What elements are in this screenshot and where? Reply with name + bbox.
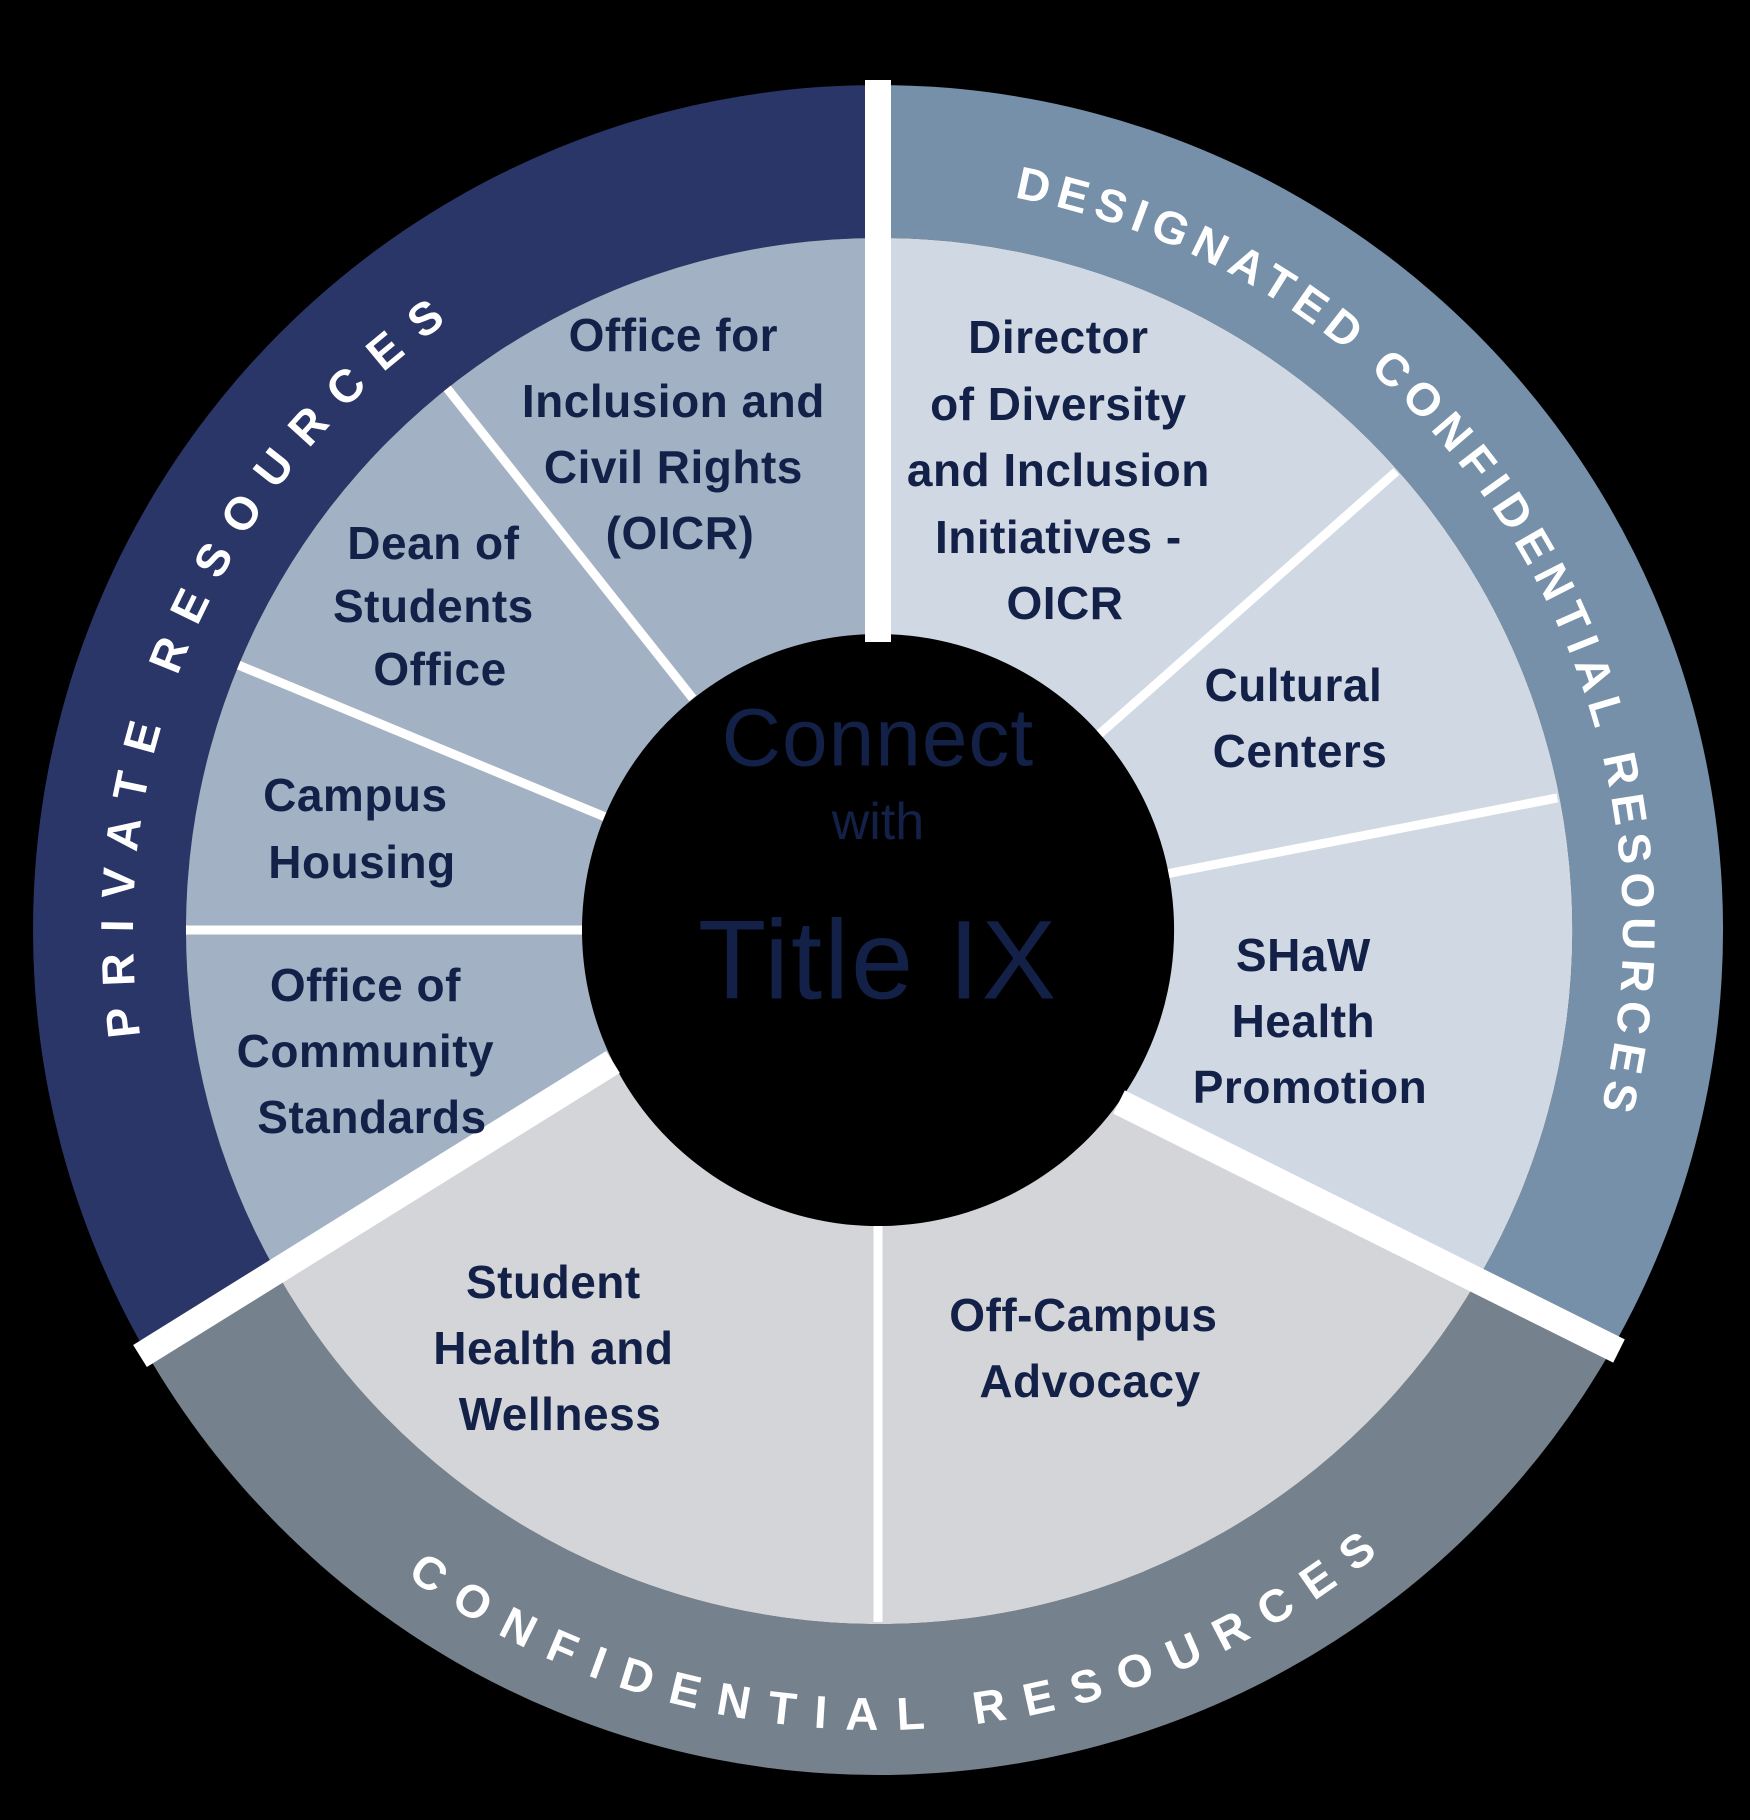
divider-dean-campus-housing	[236, 661, 607, 821]
wedge-label-community-standards: Office of Community Standards	[237, 943, 508, 1143]
wedge-label-oicr-office: Office for Inclusion and Civil Rights (O…	[522, 293, 838, 559]
wedge-label-line: Standards	[257, 1091, 486, 1143]
wedge-label-line: Cultural	[1204, 659, 1382, 711]
ring-sector-confidential	[146, 1271, 1613, 1776]
wedge-label-line: (OICR)	[606, 507, 755, 559]
divider-oicr-dean	[443, 385, 697, 702]
wedge-label-line: Advocacy	[979, 1355, 1200, 1407]
wedge-label-line: Wellness	[459, 1388, 662, 1440]
divider-cultural-centers-shaw	[1167, 793, 1559, 878]
center-title-connect: Connect	[722, 693, 1034, 784]
wedge-label-line: Students	[333, 580, 534, 632]
wedge-label-line: Civil Rights	[544, 441, 803, 493]
wedge-label-line: OICR	[1007, 577, 1124, 629]
wedge-label-line: SHaW	[1236, 929, 1371, 981]
wedge-label-dean-of-students: Dean of Students Office	[333, 501, 547, 695]
wedge-label-off-campus-advocacy: Off-Campus Advocacy	[949, 1273, 1231, 1407]
wedge-label-student-health-wellness: Student Health and Wellness	[433, 1240, 686, 1440]
ring-sector-private	[32, 84, 878, 1353]
wedge-label-line: Housing	[268, 836, 455, 888]
wedge-label-line: and Inclusion	[907, 444, 1210, 496]
wedge-label-shaw-health-promotion: SHaW Health Promotion	[1193, 913, 1427, 1113]
wedge-label-line: Health and	[433, 1322, 673, 1374]
wedge-label-campus-housing: Campus Housing	[263, 753, 461, 888]
wedge-label-line: Director	[968, 311, 1148, 363]
divider-director-cultural-centers	[1096, 468, 1400, 738]
wedge-label-cultural-centers: Cultural Centers	[1204, 643, 1395, 777]
wedge-label-line: Centers	[1213, 725, 1388, 777]
center-title-title-ix: Title IX	[698, 898, 1058, 1023]
wedge-band-private	[185, 238, 878, 1272]
ring-sector-designated-confidential	[878, 84, 1724, 1348]
wedge-label-line: Campus	[263, 769, 447, 821]
group-gap-lower-left	[133, 1050, 620, 1368]
wedge-label-line: Health	[1232, 995, 1376, 1047]
wedge-label-line: Office of	[270, 959, 461, 1011]
wedge-label-line: of Diversity	[930, 378, 1187, 430]
wedge-band-designated-confidential	[878, 237, 1573, 1279]
wedge-label-line: Community	[237, 1025, 495, 1077]
wedge-label-line: Inclusion and	[522, 375, 825, 427]
wedge-label-line: Office for	[569, 309, 778, 361]
wedge-label-line: Promotion	[1193, 1061, 1427, 1113]
wedge-label-line: Office	[373, 643, 506, 695]
wedge-label-line: Off-Campus	[949, 1289, 1217, 1341]
wedge-label-line: Initiatives -	[935, 511, 1182, 563]
wedge-label-director-diversity-inclusion: Director of Diversity and Inclusion Init…	[907, 295, 1223, 629]
group-gap-lower-right	[1113, 1090, 1625, 1363]
center-title-with: with	[831, 793, 924, 851]
wedge-label-line: Dean of	[347, 517, 519, 569]
wedge-label-line: Student	[466, 1256, 641, 1308]
